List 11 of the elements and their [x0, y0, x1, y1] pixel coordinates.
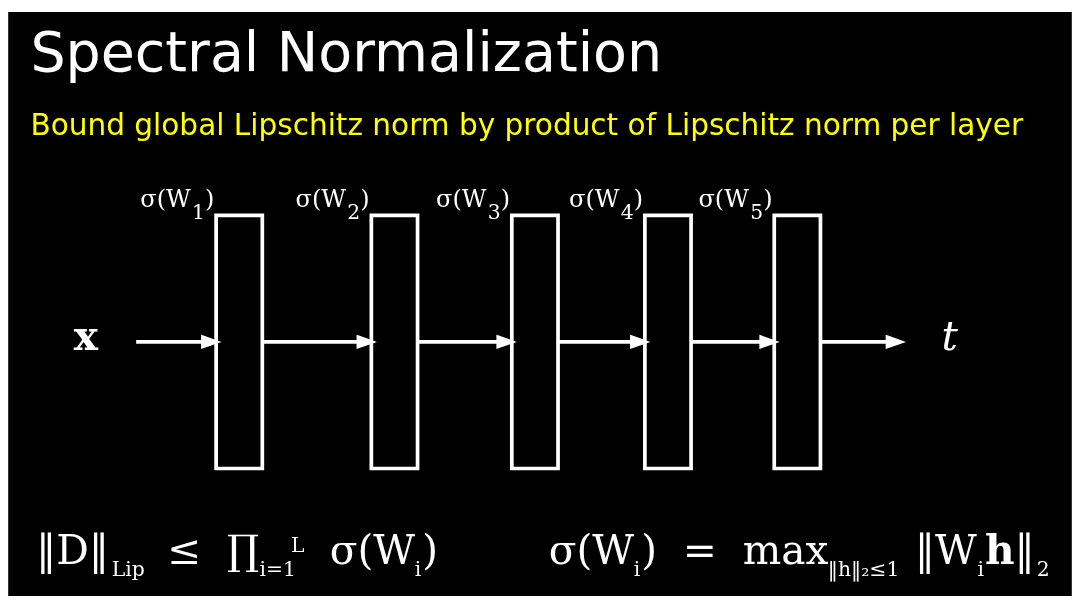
node-label: σ(W$_{2}$) [295, 184, 370, 224]
label: Bound global Lipschitz norm by product of Lipschitz norm per layer [30, 107, 1024, 142]
diagram-title: Spectral Normalization [30, 19, 663, 84]
node-label: σ(W$_{1}$) [140, 184, 215, 224]
label: ‖D‖$_{Lip}$ ≤ ∏$_{i=1}$$^{L}$ σ(W$_{i}$) [35, 525, 439, 581]
node-label: σ(W$_{5}$) [698, 184, 773, 224]
node-label: σ(W$_{4}$) [569, 184, 644, 224]
node-text: t [941, 311, 958, 360]
node-text: x [73, 311, 99, 360]
node-label: σ(W$_{3}$) [436, 184, 511, 224]
label: σ(W$_{i}$) = max$_{‖h‖₂≤1}$ ‖W$_{i}$h‖$_{2}$ [548, 525, 1050, 581]
